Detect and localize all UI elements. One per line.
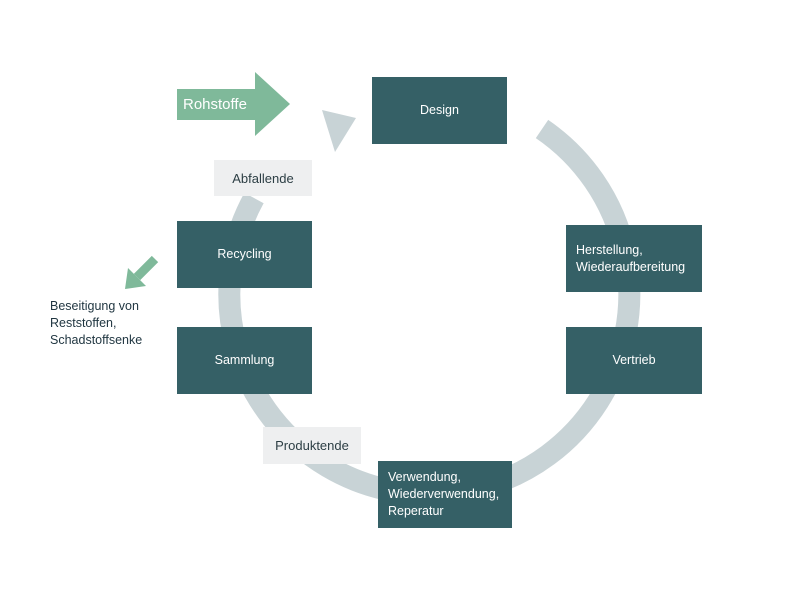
tag-abfallende: Abfallende bbox=[214, 160, 312, 196]
input-arrow bbox=[177, 72, 290, 136]
node-herstellung: Herstellung, Wiederaufbereitung bbox=[566, 225, 702, 292]
disposal-note: Beseitigung von Reststoffen, Schadstoffs… bbox=[50, 299, 143, 347]
input-label-rohstoffe: Rohstoffe bbox=[183, 96, 247, 113]
output-arrow-head bbox=[125, 268, 146, 289]
cycle-arrowhead bbox=[322, 110, 356, 152]
node-recycling: Recycling bbox=[177, 221, 312, 288]
tag-produktende: Produktende bbox=[263, 427, 361, 464]
node-sammlung: Sammlung bbox=[177, 327, 312, 394]
node-design: Design bbox=[372, 77, 507, 144]
output-arrow-shaft bbox=[133, 255, 159, 281]
node-vertrieb: Vertrieb bbox=[566, 327, 702, 394]
node-verwendung: Verwendung, Wiederverwendung, Reperatur bbox=[378, 461, 512, 528]
